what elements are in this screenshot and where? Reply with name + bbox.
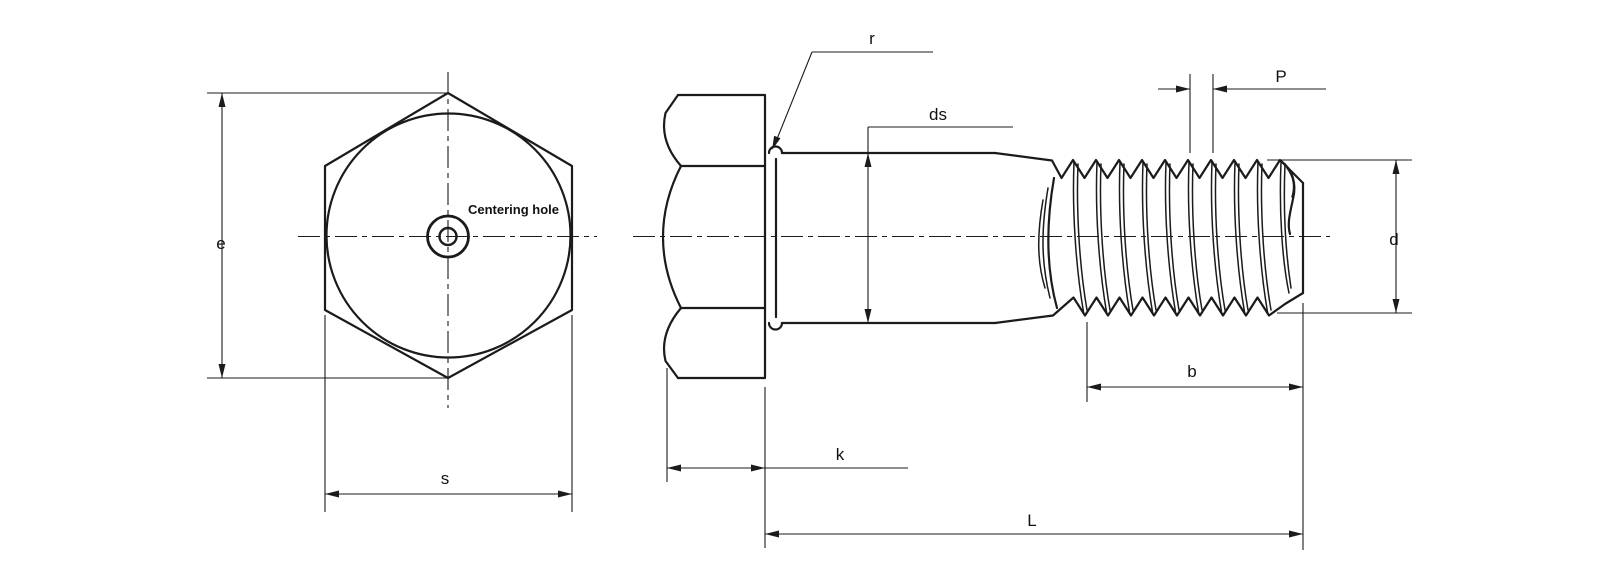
thread-line xyxy=(1214,163,1226,311)
d-arrow-down xyxy=(1392,299,1400,313)
thread-line xyxy=(1122,163,1134,311)
dimension-b: b xyxy=(1086,303,1304,550)
bolt-head xyxy=(661,93,767,380)
thread-line xyxy=(1118,161,1131,313)
P-label: P xyxy=(1275,67,1286,86)
dimension-k: k xyxy=(666,368,908,548)
thread-line xyxy=(1038,199,1046,289)
ds-label: ds xyxy=(929,105,947,124)
thread-line xyxy=(1283,163,1292,289)
b-arrow-left xyxy=(1087,383,1101,391)
thread-line xyxy=(1047,176,1059,310)
ds-arrow-up xyxy=(864,153,872,167)
dimension-r: r xyxy=(772,29,933,150)
thread-line xyxy=(1164,161,1177,313)
bolt-shank xyxy=(780,151,997,325)
thread-line xyxy=(1141,161,1154,313)
thread-line xyxy=(1168,163,1180,311)
thread-line xyxy=(1095,161,1108,313)
thread-line xyxy=(993,151,1305,185)
thread-line xyxy=(1279,161,1290,294)
d-label: d xyxy=(1389,230,1398,249)
centering-hole-inner-circle xyxy=(438,226,458,247)
k-arrow-left xyxy=(667,464,681,472)
P-arrow-right xyxy=(1213,85,1227,93)
head-outline xyxy=(676,93,767,380)
r-leader-diagonal xyxy=(774,51,813,145)
P-arrow-left xyxy=(1176,85,1190,93)
fillet-notch-top xyxy=(767,145,784,155)
b-label: b xyxy=(1187,362,1196,381)
thread-line xyxy=(1210,161,1223,313)
thread-line xyxy=(1191,163,1203,311)
thread-line xyxy=(1042,187,1051,299)
ds-arrow-down xyxy=(864,309,872,323)
dimension-d: d xyxy=(1267,159,1412,314)
e-arrow-up xyxy=(218,93,226,107)
thread-line xyxy=(1076,163,1088,311)
L-label: L xyxy=(1027,511,1036,530)
thread-line xyxy=(1145,163,1157,311)
dimension-ds: ds xyxy=(864,105,1013,323)
centering-hole-label: Centering hole xyxy=(468,202,559,217)
L-arrow-left xyxy=(765,530,779,538)
s-arrow-left xyxy=(325,490,339,498)
dimension-P: P xyxy=(1158,67,1326,153)
dimension-L: L xyxy=(765,511,1303,538)
head-inscribed-circle xyxy=(325,112,572,359)
thread-profile xyxy=(993,151,1305,325)
r-arrow xyxy=(772,135,781,150)
r-label: r xyxy=(869,29,875,48)
thread-line xyxy=(993,291,1305,325)
thread-line xyxy=(1099,163,1111,311)
thread-line xyxy=(1237,163,1249,311)
e-arrow-down xyxy=(218,364,226,378)
thread-line xyxy=(1260,163,1272,311)
dimension-e: e xyxy=(207,92,448,379)
s-label: s xyxy=(441,469,450,488)
fillet-notch-bottom xyxy=(767,321,784,331)
d-arrow-up xyxy=(1392,160,1400,174)
underhead-fillet xyxy=(767,145,784,331)
thread-line xyxy=(1286,167,1295,198)
k-label: k xyxy=(836,445,845,464)
thread-line xyxy=(1072,161,1085,313)
thread-line xyxy=(1233,161,1246,313)
side-view: r ds P d xyxy=(633,29,1412,550)
thread-line xyxy=(1256,161,1269,313)
e-label: e xyxy=(216,234,225,253)
s-arrow-right xyxy=(558,490,572,498)
dimension-s: s xyxy=(324,315,573,512)
front-view: Centering hole e s xyxy=(207,72,597,512)
k-arrow-right xyxy=(751,464,765,472)
b-arrow-right xyxy=(1289,383,1303,391)
L-arrow-right xyxy=(1289,530,1303,538)
centering-hole-outer-circle xyxy=(426,214,470,259)
head-chamfer-silhouette xyxy=(661,93,683,380)
thread-line xyxy=(1187,161,1200,313)
